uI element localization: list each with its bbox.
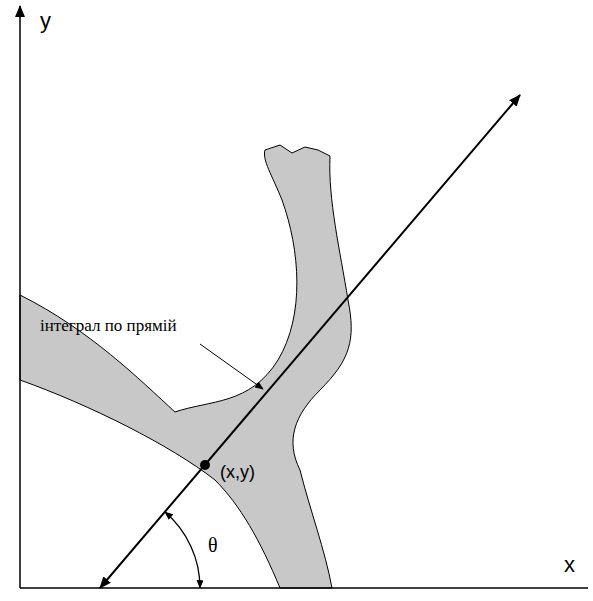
angle-label: θ (208, 534, 218, 557)
object-region (20, 145, 351, 588)
x-axis (20, 587, 588, 589)
point-dot (200, 460, 210, 470)
angle-arc (165, 512, 200, 588)
point-label: (x,y) (220, 462, 255, 483)
y-axis (19, 6, 21, 588)
axis-label: y (40, 8, 51, 33)
axis-label: x (564, 552, 575, 577)
projection-line (100, 95, 520, 588)
callout-label: інтеграл по прямій (40, 316, 177, 336)
leader-line (200, 344, 263, 389)
